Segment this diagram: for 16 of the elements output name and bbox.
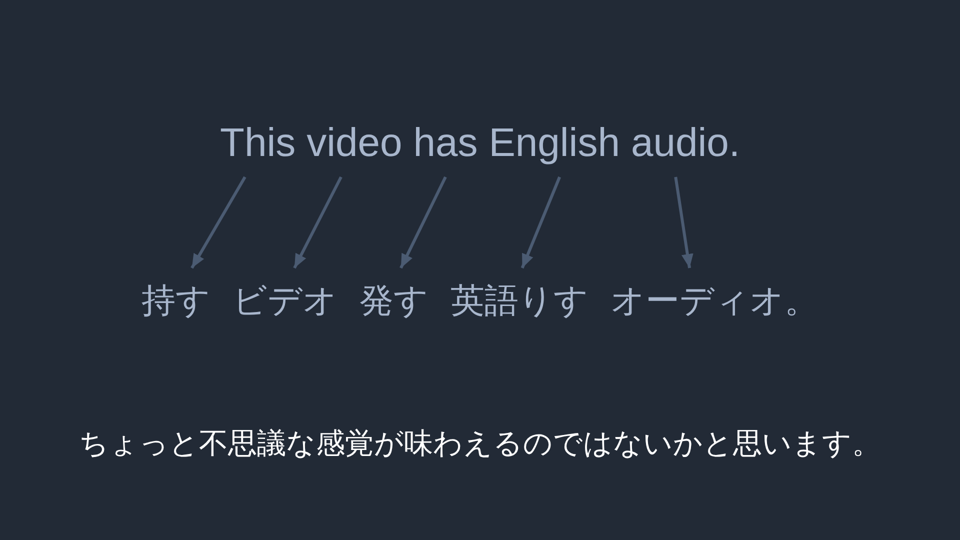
word-text: video <box>306 123 402 177</box>
arrow <box>190 176 246 269</box>
sentence-text: ちょっと不思議な感覚が味わえるのではないかと思います。 <box>79 430 881 459</box>
arrow <box>293 176 342 269</box>
word-text: 英語りす <box>450 268 588 318</box>
word-text: オーディオ。 <box>610 268 818 318</box>
word-text: audio. <box>630 123 740 177</box>
word-text: ビデオ <box>232 268 338 318</box>
word-text: English <box>488 123 620 177</box>
word-text: has <box>413 123 478 177</box>
word-text: 発す <box>360 268 428 318</box>
word-text: This <box>220 123 296 177</box>
arrow <box>400 176 447 269</box>
arrow <box>520 176 561 269</box>
word-text: 持す <box>142 268 210 318</box>
arrow <box>674 176 694 268</box>
